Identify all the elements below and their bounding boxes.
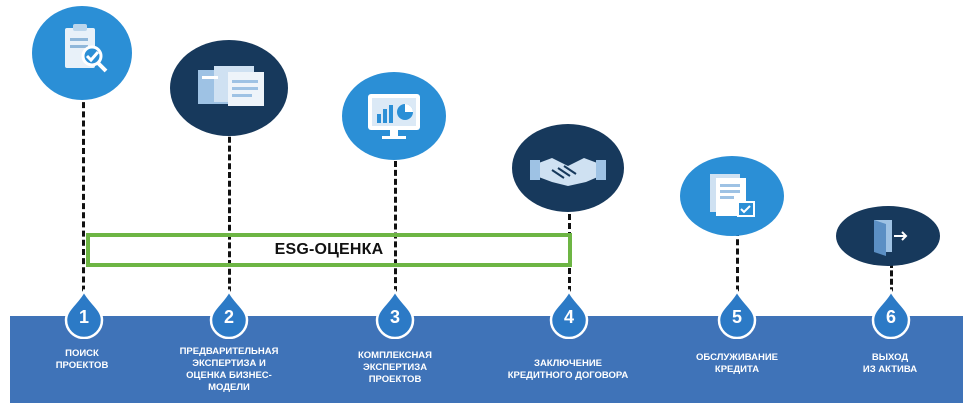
- step-2-marker: 2: [209, 288, 249, 340]
- monitor-chart-icon: [368, 94, 420, 139]
- step-3-marker: 3: [375, 288, 415, 340]
- esg-assessment-box: ESG-ОЦЕНКА: [86, 233, 572, 267]
- step-1-marker: 1: [64, 288, 104, 340]
- step-4-circle: [512, 124, 624, 212]
- step-1-circle: [32, 6, 132, 100]
- esg-label: ESG-ОЦЕНКА: [274, 241, 384, 258]
- steps-band: [10, 316, 963, 403]
- step-4-number: 4: [563, 307, 574, 327]
- connector-step-2: [228, 128, 231, 310]
- connector-step-3: [394, 152, 397, 310]
- step-4-marker: 4: [549, 288, 589, 340]
- step-5-label: ОБСЛУЖИВАНИЕ КРЕДИТА: [696, 352, 778, 375]
- step-2-label: ПРЕДВАРИТЕЛЬНАЯ ЭКСПЕРТИЗА И ОЦЕНКА БИЗН…: [179, 346, 279, 393]
- connector-step-5: [736, 230, 739, 310]
- document-check-icon: [710, 174, 755, 217]
- connector-step-6: [890, 262, 893, 310]
- step-6-label: ВЫХОД ИЗ АКТИВА: [862, 352, 918, 375]
- step-1-number: 1: [78, 307, 89, 327]
- step-2-circle: [170, 40, 288, 136]
- step-6-number: 6: [885, 307, 896, 327]
- step-3-circle: [342, 72, 446, 160]
- clipboard-search-icon: [65, 24, 108, 73]
- step-4-label: ЗАКЛЮЧЕНИЕ КРЕДИТНОГО ДОГОВОРА: [507, 358, 629, 381]
- step-6-circle: [836, 206, 940, 266]
- step-3-label: КОМПЛЕКСНАЯ ЭКСПЕРТИЗА ПРОЕКТОВ: [357, 350, 432, 385]
- step-5-marker: 5: [717, 288, 757, 340]
- step-5-number: 5: [731, 307, 742, 327]
- connector-step-1: [82, 93, 85, 310]
- handshake-icon: [530, 158, 606, 186]
- step-2-number: 2: [223, 307, 234, 327]
- step-3-number: 3: [389, 307, 400, 327]
- step-6-marker: 6: [871, 288, 911, 340]
- step-1-label: ПОИСК ПРОЕКТОВ: [55, 348, 109, 371]
- door-exit-icon: [874, 220, 908, 256]
- documents-stack-icon: [198, 66, 264, 106]
- step-5-circle: [680, 156, 784, 236]
